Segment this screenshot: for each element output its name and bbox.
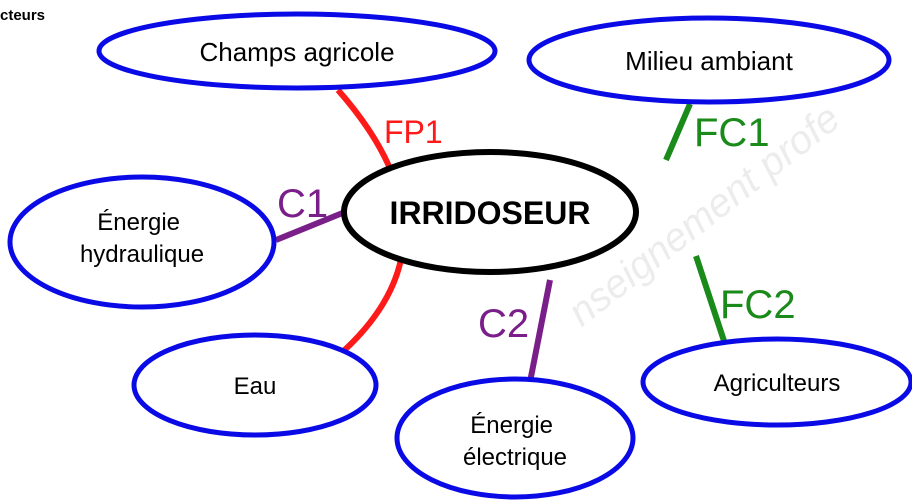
irridoseur-ellipse (341, 149, 639, 275)
fc1-link (663, 102, 693, 162)
agriculteurs-label: Agriculteurs (714, 370, 841, 397)
fc2-label: FC2 (720, 283, 796, 327)
eau-label: Eau (234, 373, 277, 400)
energie-hydraulique-line-2: hydraulique (80, 241, 204, 268)
energie-hydraulique-ellipse (7, 174, 277, 310)
c1-label: C1 (277, 182, 328, 226)
energie-hydraulique-line-1: Énergie (97, 209, 180, 236)
fc1-label: FC1 (694, 111, 770, 155)
irridoseur-label: IRRIDOSEUR (390, 195, 591, 231)
milieu-ambiant-label: Milieu ambiant (625, 46, 793, 76)
fp1-label: FP1 (384, 114, 443, 150)
energie-hydraulique-label: Énergie hydraulique (80, 209, 204, 268)
energie-electrique-line-1: Énergie (470, 412, 553, 439)
champs-agricole-ellipse (96, 11, 498, 91)
energie-electrique-ellipse (394, 376, 636, 500)
c2-link (527, 279, 553, 383)
corner-text-fragment: cteurs (0, 7, 46, 24)
milieu-ambiant-ellipse (526, 15, 892, 105)
energie-electrique-line-2: électrique (463, 444, 567, 471)
agriculteurs-ellipse (640, 336, 912, 428)
eau-ellipse (131, 332, 379, 438)
fc2-link (693, 255, 728, 345)
c1-link (274, 209, 347, 243)
champs-agricole-label: Champs agricole (199, 37, 394, 67)
energie-electrique-label: Énergie électrique (463, 412, 567, 471)
c2-label: C2 (478, 302, 529, 346)
